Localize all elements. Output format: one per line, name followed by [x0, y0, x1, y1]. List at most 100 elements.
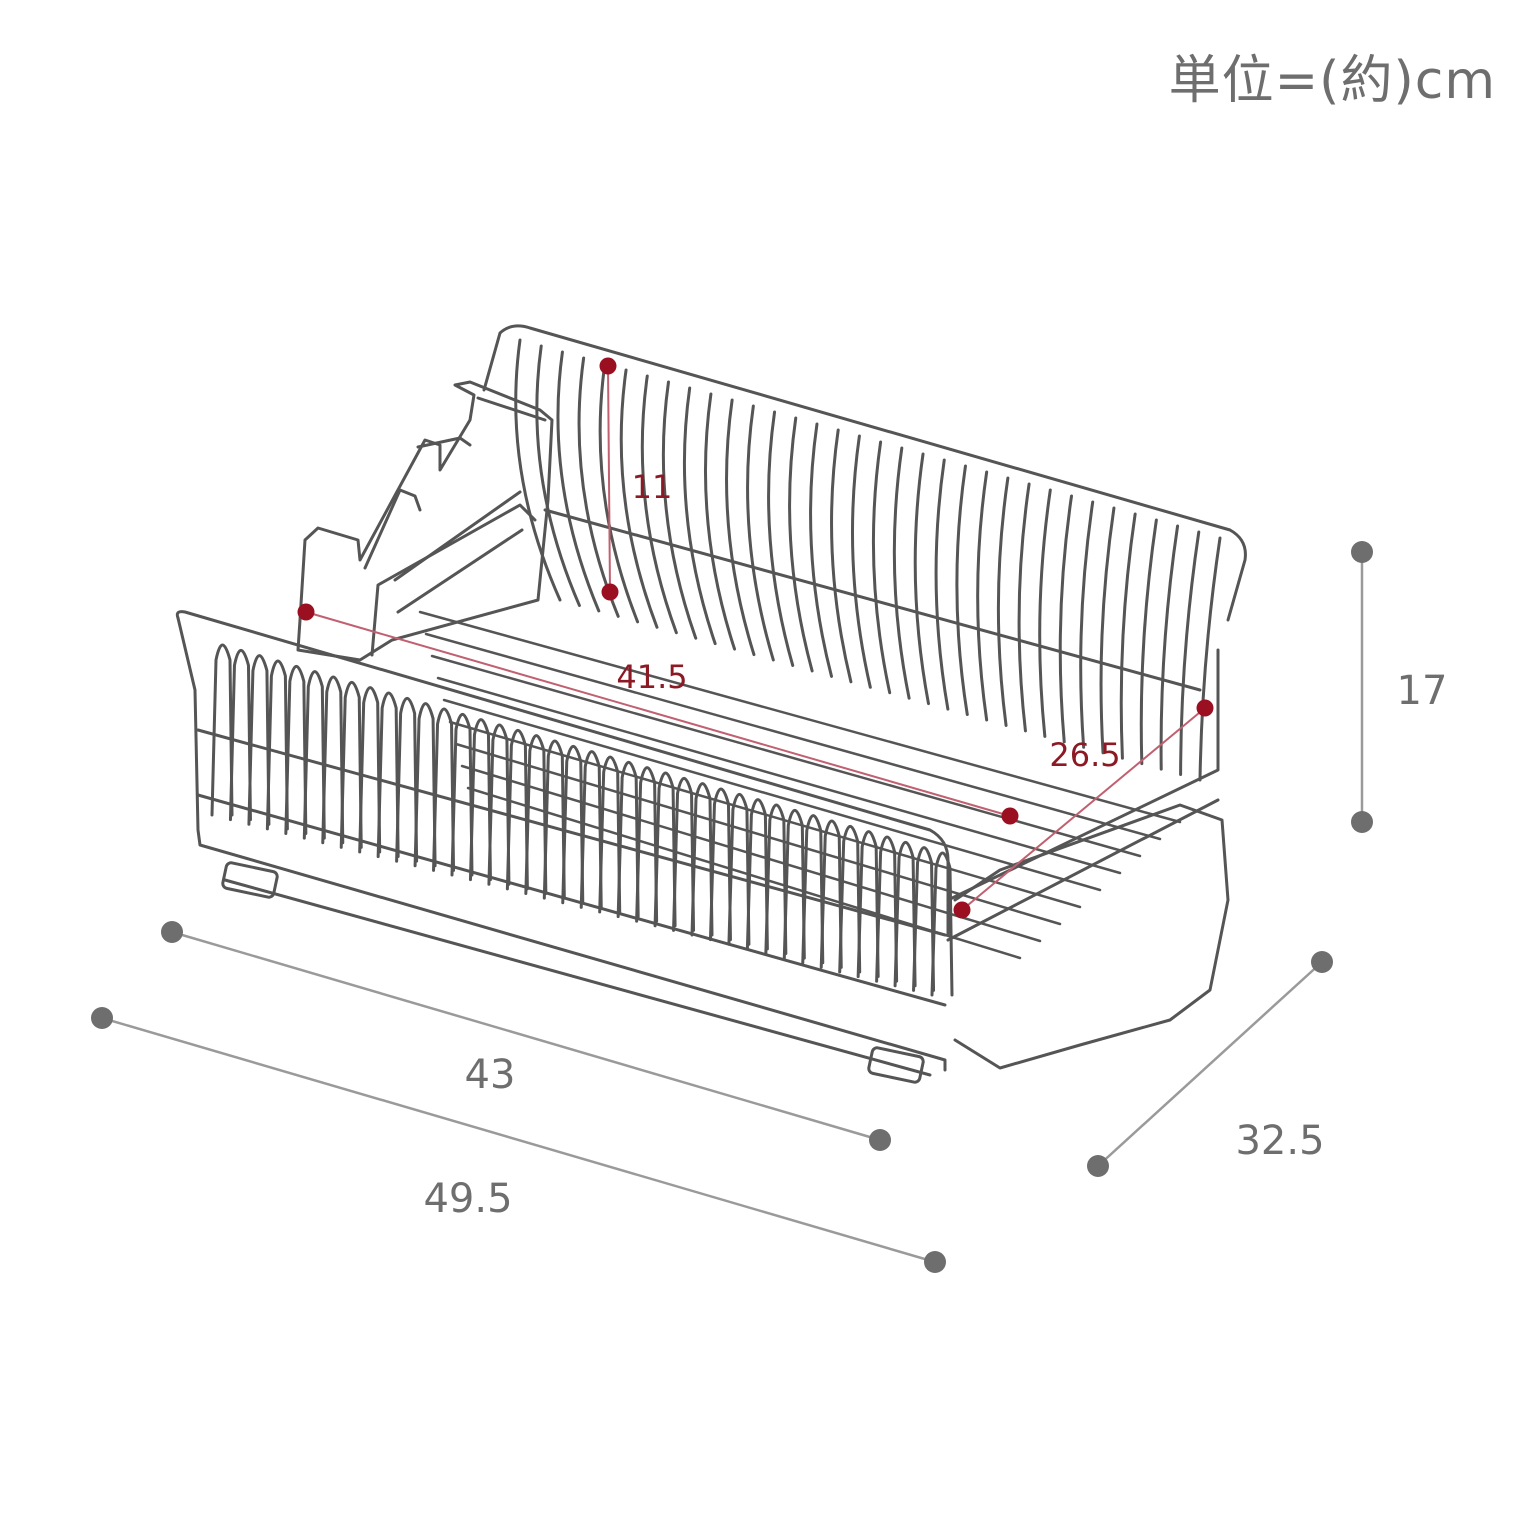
dim-49-5-start-dot: [91, 1007, 113, 1029]
front-wire: [893, 840, 917, 988]
front-wire: [358, 686, 382, 854]
front-wire: [561, 744, 585, 905]
back-wire: [661, 380, 698, 640]
label-49-5: 49.5: [423, 1176, 512, 1222]
dim-43-start-dot: [161, 921, 183, 943]
back-wire: [1139, 518, 1158, 766]
front-wire: [727, 792, 751, 946]
front-wire: [838, 824, 862, 974]
front-wires: [210, 643, 954, 997]
dim-41-5-start-dot: [297, 603, 315, 621]
label-41-5: 41.5: [616, 658, 687, 696]
back-wire: [682, 386, 717, 646]
front-wire: [450, 712, 474, 877]
right-side-frame: [946, 648, 1220, 902]
back-wire: [996, 476, 1010, 727]
dim-41-5-line: [305, 611, 1011, 817]
unit-label: 単位=(約)cm: [1168, 51, 1496, 111]
front-wire: [395, 696, 419, 863]
dim-32-5-end-dot: [1311, 951, 1333, 973]
back-wire: [955, 464, 969, 717]
back-wire: [703, 392, 737, 651]
front-wire: [468, 718, 492, 882]
back-wire: [871, 440, 892, 695]
front-wire: [801, 814, 825, 965]
front-wire: [302, 670, 326, 840]
back-wire: [577, 356, 620, 618]
dim-17-bottom-dot: [1351, 811, 1373, 833]
back-wire: [1099, 506, 1116, 755]
back-panel-bottom-rail: [543, 508, 1202, 692]
base-bar: [223, 878, 932, 1077]
front-wire: [616, 760, 640, 919]
back-wire: [767, 410, 795, 667]
floor-line: [430, 654, 1142, 858]
front-wire: [228, 648, 252, 822]
dim-11-line: [607, 365, 611, 593]
front-wire: [284, 664, 308, 835]
back-wire: [598, 362, 640, 624]
back-wire: [892, 446, 911, 700]
back-wire: [1058, 494, 1074, 744]
back-wire: [976, 470, 989, 722]
back-wire: [913, 452, 930, 706]
front-wire: [764, 803, 788, 955]
dim-32-5-start-dot: [1087, 1155, 1109, 1177]
back-wire: [1198, 536, 1222, 782]
label-32-5: 32.5: [1235, 1118, 1324, 1164]
drain-tray: [953, 803, 1230, 1070]
dim-26-5-start-dot: [953, 901, 971, 919]
label-26-5: 26.5: [1049, 736, 1120, 774]
front-wire: [542, 739, 566, 900]
front-wire: [487, 723, 511, 886]
back-wire: [514, 338, 562, 602]
back-wire: [1079, 500, 1095, 749]
foot-right: [867, 1046, 925, 1084]
rack-floor-grid: [418, 610, 1182, 960]
back-wire: [809, 422, 834, 678]
dim-11-bottom-dot: [601, 583, 619, 601]
back-wire: [1119, 512, 1137, 760]
front-wire: [653, 771, 677, 928]
front-side-frame: [176, 616, 947, 1072]
front-wire: [912, 846, 936, 992]
back-wires: [514, 338, 1222, 782]
dimension-labels: 43 49.5 32.5 17 11 41.5 26.5: [423, 468, 1447, 1222]
front-wire: [524, 734, 548, 895]
back-wire: [556, 350, 601, 613]
front-wire: [579, 750, 603, 909]
back-wire: [934, 458, 950, 711]
back-wire: [830, 428, 853, 684]
back-wire: [535, 344, 581, 607]
front-wire: [782, 808, 806, 960]
utensil-holder: [296, 380, 554, 662]
dim-49-5-end-dot: [924, 1251, 946, 1273]
dish-rack-illustration: [175, 324, 1247, 1084]
label-17: 17: [1397, 668, 1448, 714]
front-wire: [930, 851, 954, 997]
foot-left: [221, 861, 279, 899]
floor-line: [442, 698, 1102, 892]
front-wire: [708, 787, 732, 942]
back-wire: [1179, 530, 1201, 777]
dim-41-5-end-dot: [1001, 807, 1019, 825]
front-wire: [247, 654, 271, 826]
dim-49-5-line: [101, 1016, 936, 1264]
label-43: 43: [465, 1052, 516, 1098]
front-wire: [856, 830, 880, 979]
dim-17-top-dot: [1351, 541, 1373, 563]
dim-32-5-line: [1097, 961, 1323, 1167]
front-wire: [598, 755, 622, 914]
back-wire: [619, 368, 659, 629]
dim-43-line: [171, 930, 881, 1142]
front-wire: [819, 819, 843, 969]
front-panel-frame: [175, 610, 950, 937]
back-wire: [788, 416, 814, 673]
back-panel-frame: [482, 324, 1247, 622]
dim-11-top-dot: [599, 357, 617, 375]
front-wire: [413, 702, 437, 868]
front-wire: [690, 782, 714, 937]
floor-line: [436, 676, 1122, 875]
front-wire: [672, 776, 696, 932]
